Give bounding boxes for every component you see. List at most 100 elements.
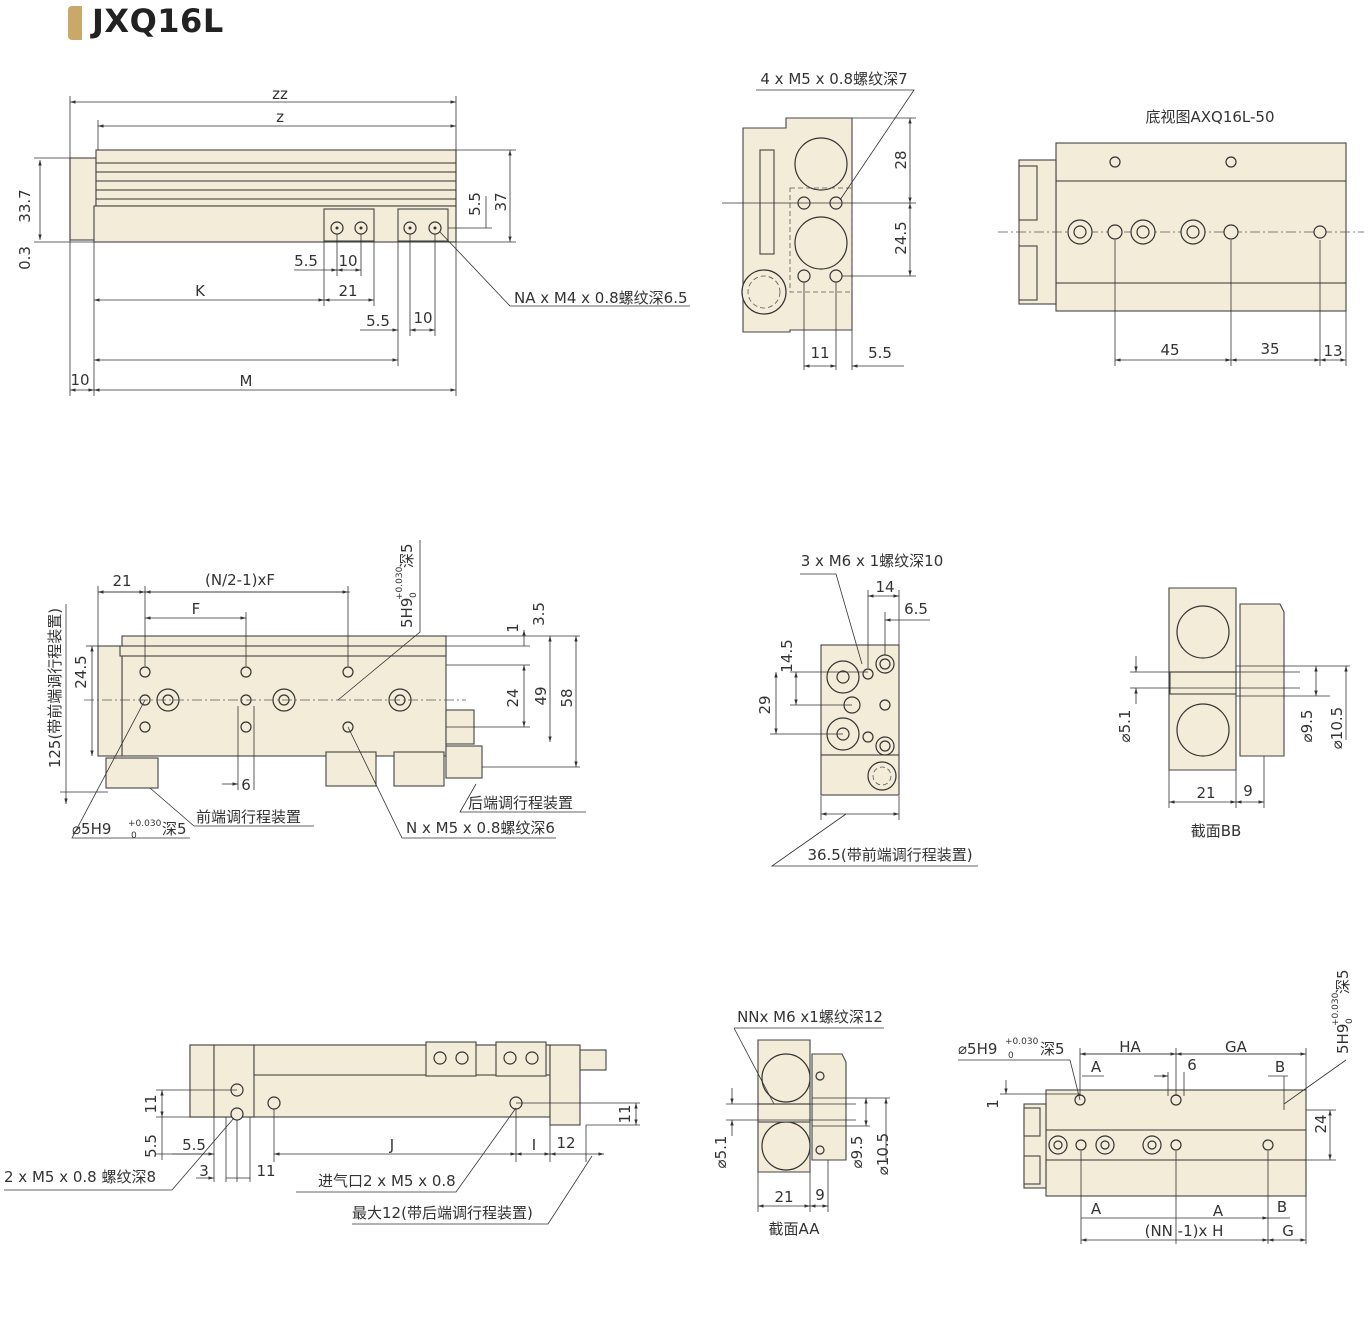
dim-21: 21 [112,572,131,590]
pin-bot-tol: +0.030 [128,819,162,829]
dim-d5-1: ⌀5.1 [1116,710,1134,743]
dim-zz: zz [272,85,288,103]
dim-nn-1-h: (NN -1)x H [1145,1222,1224,1240]
pin-top-tol: +0.030 [395,566,405,600]
dim-z: z [276,108,284,126]
dim-5-5-v: 5.5 [466,192,484,216]
dim-49: 49 [532,686,550,705]
dim-F: F [192,600,201,618]
dim-11-a: 11 [142,1094,160,1113]
dim-5-5-a: 5.5 [142,1134,160,1158]
view-section-bb: ⌀5.1 ⌀9.5 ⌀10.5 21 9 截面BB [1116,587,1350,840]
dim-1: 1 [984,1099,1002,1109]
dim-21: 21 [338,282,357,300]
note-2xm5: 2 x M5 x 0.8 螺纹深8 [4,1168,156,1186]
dim-10-c: 10 [70,371,89,389]
dim-10-b: 10 [413,309,432,327]
note-inlet: 进气口2 x M5 x 0.8 [318,1172,456,1190]
bottom-view-title: 底视图AXQ16L-50 [1145,108,1274,126]
dim-d5-1: ⌀5.1 [712,1136,730,1169]
note-max12: 最大12(带后端调行程装置) [352,1204,533,1222]
label-125: 125(带前端调行程装置) [46,608,64,768]
dim-11-c: 11 [256,1162,275,1180]
dim-d10-5: ⌀10.5 [1328,707,1346,749]
pin-top-tol0: 0 [409,592,419,598]
dim-6-5: 6.5 [904,600,928,618]
pin-tol: +0.030 [1005,1037,1039,1047]
dim-d9-5: ⌀9.5 [848,1136,866,1169]
dim-GA: GA [1225,1038,1248,1056]
dim-3: 3 [199,1162,209,1180]
dim-9: 9 [815,1186,825,1204]
pin-tol0: 0 [1008,1051,1014,1061]
section-mark-b1: B [1275,1058,1285,1076]
label-rear-adj: 后端调行程装置 [468,794,573,812]
dim-5-5: 5.5 [868,344,892,362]
dim-24-5: 24.5 [892,221,910,254]
pin-r-depth: 深5 [1334,969,1352,994]
dim-9: 9 [1243,782,1253,800]
dim-21: 21 [774,1188,793,1206]
dim-n2-1-F: (N/2-1)xF [205,571,275,589]
dim-1: 1 [504,623,522,633]
label-front-adj: 前端调行程装置 [196,808,301,826]
dim-I: I [532,1136,536,1154]
dim-12: 12 [556,1134,575,1152]
pin-top-label: 5H9 [398,598,416,628]
dim-d10-5: ⌀10.5 [874,1133,892,1175]
dim-11-b: 11 [616,1104,634,1123]
dim-10-a: 10 [338,252,357,270]
note-4xm5: 4 x M5 x 0.8螺纹深7 [760,70,907,88]
dim-0-3: 0.3 [16,246,34,270]
view-section-aa: NNx M6 x1螺纹深12 ⌀5.1 ⌀9.5 ⌀10.5 21 9 截面AA [712,1008,892,1238]
section-mark-a1: A [1091,1058,1102,1076]
pin-bot-tol0: 0 [131,831,137,841]
dim-24: 24 [1312,1114,1330,1133]
dim-14: 14 [875,578,894,596]
dim-5-5-b: 5.5 [366,312,390,330]
section-mark-b2: B [1277,1198,1287,1216]
pin-r-label: 5H9 [1334,1024,1352,1054]
dim-58: 58 [558,688,576,707]
dim-d9-5: ⌀9.5 [1298,710,1316,743]
dim-J: J [389,1136,394,1154]
dim-11: 11 [810,344,829,362]
note-nnxm6: NNx M6 x1螺纹深12 [737,1008,883,1026]
dim-45: 45 [1160,341,1179,359]
dim-24: 24 [504,688,522,707]
dim-6: 6 [241,776,251,794]
dim-35: 35 [1260,340,1279,358]
dim-6: 6 [1187,1056,1197,1074]
page-title: JXQ16L [92,2,224,40]
dim-13: 13 [1323,342,1342,360]
note-n-m5: N x M5 x 0.8螺纹深6 [406,819,555,837]
dim-37: 37 [492,192,510,211]
pin-top-depth: 深5 [398,543,416,568]
dim-24-5: 24.5 [72,655,90,688]
title-marker [68,6,82,40]
view-bottom-top: 底视图AXQ16L-50 45 35 13 [998,108,1364,366]
dim-5-5-a: 5.5 [294,252,318,270]
pin-bot-depth: 深5 [162,820,187,838]
dim-5-5-b: 5.5 [182,1136,206,1154]
section-mark-a2: A [1091,1200,1102,1218]
view-side-top: zz z 33.7 0.3 5.5 37 5.5 10 K 21 5.5 10 … [16,85,690,396]
pin-r-tol: +0.030 [1331,992,1341,1026]
note-3xm6: 3 x M6 x 1螺纹深10 [801,552,944,570]
dim-M: M [240,372,253,390]
view-end-mid: 3 x M6 x 1螺纹深10 14 6.5 14.5 29 36.5(带前端调… [756,552,978,867]
pin-r-tol0: 0 [1345,1018,1355,1024]
dim-14-5: 14.5 [778,639,796,672]
dim-HA: HA [1119,1038,1141,1056]
note-na: NA x M4 x 0.8螺纹深6.5 [514,289,688,307]
dim-3-5: 3.5 [530,602,548,626]
dim-A: A [1213,1202,1224,1220]
dim-36-5: 36.5(带前端调行程装置) [807,846,972,864]
dim-33-7: 33.7 [16,189,34,222]
dim-21: 21 [1196,784,1215,802]
view-end-top: 4 x M5 x 0.8螺纹深7 28 24.5 11 5.5 [722,70,916,370]
pin-depth: 深5 [1040,1040,1065,1058]
view-bottom-bot: ⌀5H9 +0.030 0 深5 HA GA A 6 B 1 24 A A B … [958,969,1355,1244]
pin-bot-label: ⌀5H9 [72,820,111,838]
